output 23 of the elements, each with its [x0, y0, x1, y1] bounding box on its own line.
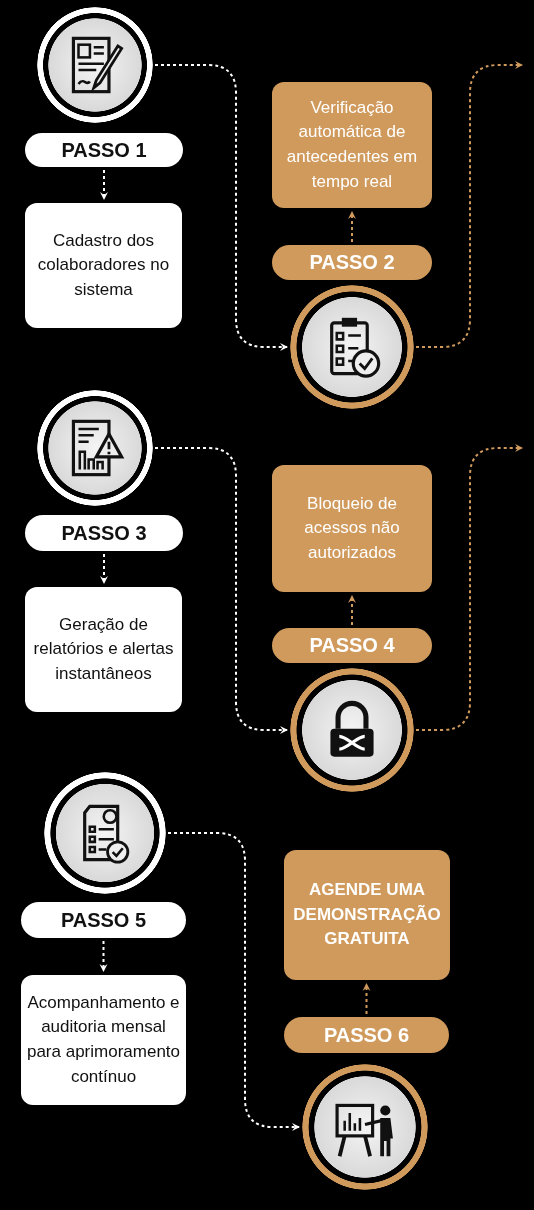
- text-box: Acompanhamento e auditoria mensal para aprimoramento contínuo: [21, 975, 186, 1105]
- step-pill: PASSO 5: [21, 902, 186, 938]
- text-box: Cadastro dos colaboradores no sistema: [25, 203, 182, 328]
- dotted-arrow: [415, 444, 523, 731]
- step-pill: PASSO 3: [25, 515, 183, 551]
- step-pill: PASSO 6: [284, 1017, 449, 1053]
- text-box: Bloqueio de acessos não autorizados: [272, 465, 432, 592]
- dotted-arrow: [99, 940, 108, 972]
- step-pill: PASSO 2: [272, 245, 432, 280]
- dotted-arrow: [415, 61, 523, 348]
- dotted-arrow: [154, 447, 288, 734]
- dotted-arrow: [167, 832, 300, 1131]
- text-box: AGENDE UMA DEMONSTRAÇÃO GRATUITA: [284, 850, 450, 980]
- step-pill: PASSO 1: [25, 133, 183, 167]
- text-box: Verificação automática de antecedentes em tempo real: [272, 82, 432, 208]
- dotted-arrow: [100, 553, 108, 584]
- dotted-arrow: [362, 983, 371, 1015]
- dotted-arrow: [348, 595, 356, 626]
- dotted-arrow: [100, 169, 108, 200]
- dotted-arrow: [348, 211, 356, 243]
- text-box: Geração de relatórios e alertas instantâneos: [25, 587, 182, 712]
- dotted-arrow: [154, 64, 288, 351]
- step-pill: PASSO 4: [272, 628, 432, 663]
